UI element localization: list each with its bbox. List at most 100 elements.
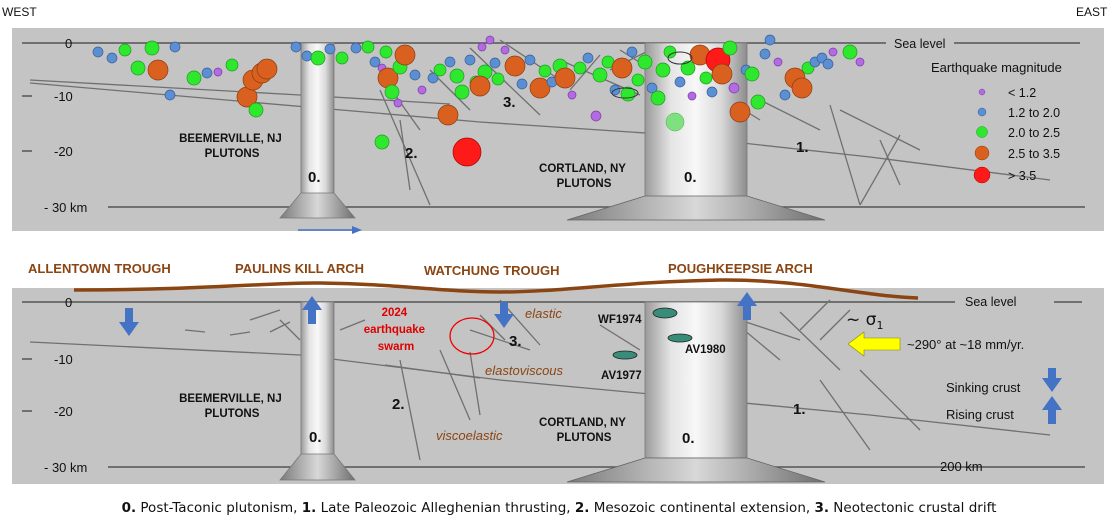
- quake-dot: [828, 47, 838, 57]
- quake-dot: [637, 54, 653, 70]
- caption-text-1: Late Paleozoic Alleghenian thrusting,: [316, 500, 575, 516]
- quake-dot: [699, 71, 713, 85]
- quake-dot: [335, 51, 349, 65]
- quake-dot: [92, 46, 104, 58]
- quake-dot: [350, 42, 362, 54]
- quake-dot: [500, 45, 510, 55]
- quake-dot: [393, 98, 403, 108]
- quake-dot: [822, 58, 834, 70]
- quake-dot: [529, 77, 551, 99]
- av1980-marker: [667, 333, 693, 343]
- quake-dot: [491, 72, 505, 86]
- top-depth-10: -10: [54, 89, 73, 104]
- caption-text-2: Mesozoic continental extension,: [589, 500, 815, 516]
- quake-dot: [106, 52, 118, 64]
- top-label-0-west: 0.: [308, 169, 321, 186]
- sinking-arrow-watchung: [494, 302, 514, 328]
- quake-dot: [485, 35, 495, 45]
- legend-rising-arrow: [1042, 396, 1062, 424]
- quake-dot: [118, 43, 132, 57]
- viscoelastic-label: viscoelastic: [436, 428, 503, 443]
- bottom-depth-20: -20: [54, 404, 73, 419]
- quake-dot: [417, 85, 427, 95]
- av1977-marker: [612, 350, 638, 360]
- quake-dot: [379, 45, 393, 59]
- quake-dot: [409, 69, 421, 81]
- bottom-pluton-west: [279, 301, 356, 481]
- caption-text-3: Neotectonic crustal drift: [829, 500, 997, 516]
- top-depth-0: 0: [65, 36, 72, 51]
- quake-dot: [750, 94, 766, 110]
- figure-caption: 0. Post-Taconic plutonism, 1. Late Paleo…: [0, 500, 1118, 524]
- watchung-trough-label: WATCHUNG TROUGH: [424, 263, 560, 278]
- bottom-label-0-west: 0.: [309, 429, 322, 446]
- quake-dot: [773, 57, 783, 67]
- quake-dot: [655, 62, 671, 78]
- elastic-label: elastic: [525, 306, 562, 321]
- quake-dot: [855, 57, 865, 67]
- quake-dot: [147, 59, 169, 81]
- quake-dot: [590, 110, 602, 122]
- quake-dot: [665, 112, 685, 132]
- quake-dot: [213, 67, 223, 77]
- quake-dot: [164, 89, 176, 101]
- legend-label-gt-3-5: > 3.5: [1008, 169, 1036, 183]
- quake-dot: [516, 78, 528, 90]
- quake-dot: [650, 90, 666, 106]
- regional-surface-curve: [73, 278, 919, 300]
- rising-arrow-paulins-kill: [302, 296, 322, 324]
- quake-dot: [449, 68, 465, 84]
- quake-dot: [524, 54, 536, 66]
- caption-num-1: 1.: [301, 500, 317, 516]
- rising-crust-label: Rising crust: [946, 407, 1014, 422]
- quake-dot: [728, 82, 740, 94]
- quake-dot: [667, 51, 693, 65]
- earthquake-dots: [92, 34, 865, 167]
- drift-rate-label: ~290° at ~18 mm/yr.: [907, 337, 1024, 352]
- sinking-crust-label: Sinking crust: [946, 380, 1021, 395]
- quake-dot: [464, 54, 476, 66]
- quake-dot: [554, 67, 576, 89]
- scale-bar-label: 200 km: [940, 459, 983, 474]
- av1980-label: AV1980: [685, 344, 726, 356]
- stress-symbol: ~ σ1: [846, 310, 883, 332]
- rising-arrow-poughkeepsie: [737, 292, 757, 320]
- allentown-trough-label: ALLENTOWN TROUGH: [28, 261, 171, 276]
- bottom-faults: [29, 299, 1051, 461]
- caption-text-0: Post-Taconic plutonism,: [136, 500, 302, 516]
- quake-dot: [729, 101, 751, 123]
- west-label: WEST: [2, 5, 37, 19]
- quake-dot: [248, 102, 264, 118]
- quake-dot: [706, 86, 718, 98]
- quake-dot: [626, 46, 638, 58]
- quake-dot: [842, 44, 858, 60]
- quake-dot: [791, 77, 813, 99]
- quake-dot: [759, 48, 771, 60]
- quake-dot: [687, 91, 697, 101]
- bottom-label-3: 3.: [509, 333, 522, 350]
- av1977-label: AV1977: [601, 370, 642, 382]
- top-label-1: 1.: [796, 139, 809, 156]
- quake-dot: [611, 57, 633, 79]
- quake-dot: [631, 73, 645, 87]
- quake-dot: [680, 60, 696, 76]
- quake-dot: [310, 50, 326, 66]
- quake-dot: [711, 63, 733, 85]
- legend-label-2-0-2-5: 2.0 to 2.5: [1008, 126, 1060, 140]
- caption-num-0: 0.: [121, 500, 137, 516]
- top-depth-30: - 30 km: [44, 200, 87, 215]
- bottom-depth-30: - 30 km: [44, 460, 87, 475]
- elastoviscous-label: elastoviscous: [485, 363, 564, 378]
- quake-dot: [444, 56, 456, 68]
- top-pluton-west: [279, 42, 356, 219]
- bottom-panel: 0 -10 -20 - 30 km Sea level BEEMERVILLE,…: [12, 278, 1104, 484]
- top-pluton-east-label: CORTLAND, NY PLUTONS: [539, 163, 629, 190]
- quake-dot: [744, 66, 760, 82]
- quake-dot: [169, 41, 181, 53]
- quake-dot: [437, 104, 459, 126]
- quake-dot: [452, 137, 482, 167]
- legend-marker-gt-3-5: [973, 166, 991, 184]
- bottom-depth-10: -10: [54, 352, 73, 367]
- legend-marker-lt-1-2: [978, 88, 986, 96]
